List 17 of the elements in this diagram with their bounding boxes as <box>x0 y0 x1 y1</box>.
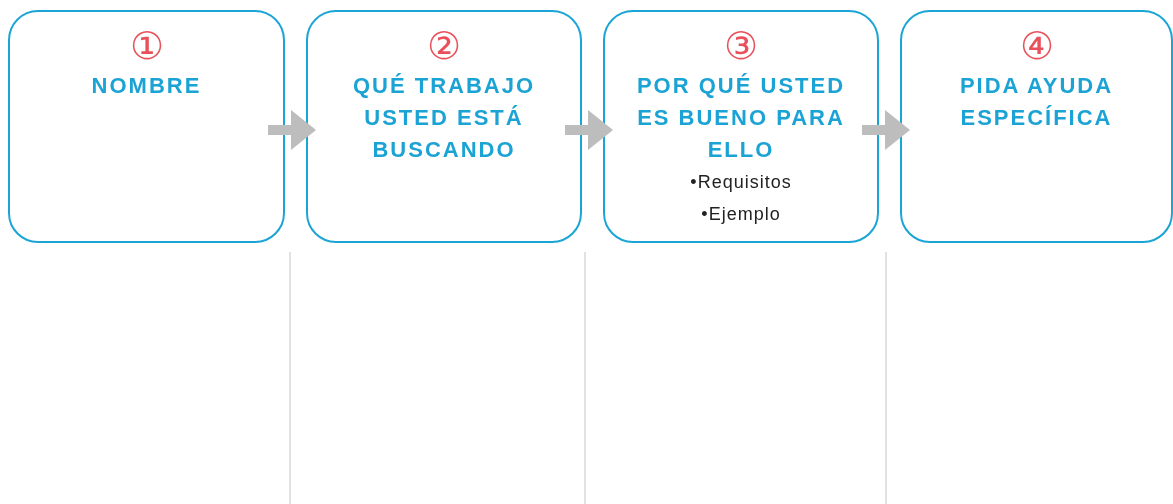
step-number: ③ <box>724 26 758 66</box>
step-title: QUÉ TRABAJO USTED ESTÁ BUSCANDO <box>351 72 537 164</box>
step-box <box>306 10 582 243</box>
step-title: POR QUÉ USTED ES BUENO PARA ELLO <box>635 72 847 164</box>
arrow <box>565 110 613 150</box>
step-number: ④ <box>1019 26 1054 66</box>
bullet-item: •Requisitos <box>690 171 792 194</box>
step-title: NOMBRE <box>90 72 203 100</box>
step-title: PIDA AYUDA ESPECÍFICA <box>958 72 1115 132</box>
step-box <box>603 10 879 243</box>
bullet-item: •Ejemplo <box>701 203 781 226</box>
arrow <box>268 110 316 150</box>
step-box <box>900 10 1173 243</box>
arrow <box>862 110 910 150</box>
step-number: ① <box>129 26 164 66</box>
step-number: ② <box>427 26 461 66</box>
step-box <box>8 10 285 243</box>
